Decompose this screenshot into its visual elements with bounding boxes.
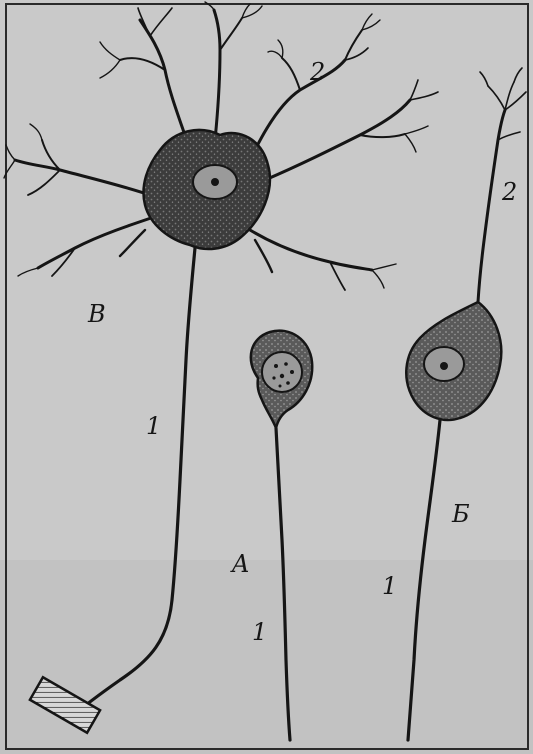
label-axon-right: 1 [382,572,397,600]
label-cell-a: A [230,550,249,578]
label-axon-a: 1 [252,618,267,646]
label-dendrite-right: 2 [501,178,517,206]
neuron-b-nucleolus [211,178,219,186]
neuron-bcyr-nucleolus [440,362,448,370]
label-cell-bcyr: Б [451,500,470,528]
label-cell-b: B [87,300,106,328]
neuron-a-nucleus [262,352,302,392]
label-dendrite-top: 2 [309,58,325,86]
label-axon-b: 1 [146,412,161,440]
